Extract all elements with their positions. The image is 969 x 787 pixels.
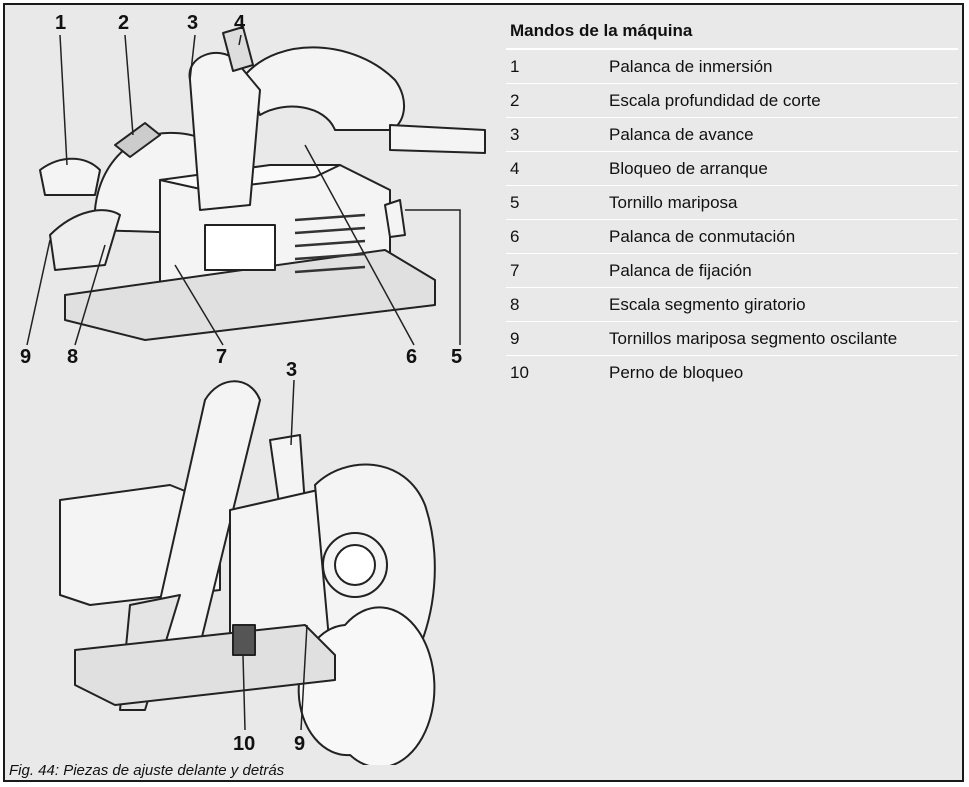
extraction-hose xyxy=(389,124,486,154)
controls-table: 1 Palanca de inmersión 2 Escala profundi… xyxy=(506,48,958,389)
table-row: 6 Palanca de conmutación xyxy=(506,219,958,254)
vent-slots xyxy=(294,213,366,274)
table-row: 1 Palanca de inmersión xyxy=(506,48,958,84)
rear-base xyxy=(74,624,336,706)
table-row: 8 Escala segmento giratorio xyxy=(506,287,958,322)
row-number: 9 xyxy=(506,321,605,356)
row-label: Palanca de inmersión xyxy=(605,48,958,84)
tilt-segment xyxy=(49,209,121,271)
lock-bolt xyxy=(232,624,256,656)
callout-1: 1 xyxy=(55,12,67,34)
row-number: 5 xyxy=(506,185,605,220)
row-label: Escala profundidad de corte xyxy=(605,83,958,118)
callout-4: 4 xyxy=(234,12,246,34)
row-label: Palanca de avance xyxy=(605,117,958,152)
row-number: 7 xyxy=(506,253,605,288)
callout-8: 8 xyxy=(67,346,79,368)
callout-6: 6 xyxy=(406,346,418,368)
guide-base xyxy=(64,249,436,341)
callout-10: 10 xyxy=(233,733,256,755)
table-row: 4 Bloqueo de arranque xyxy=(506,151,958,186)
table-title: Mandos de la máquina xyxy=(510,21,693,40)
table-row: 3 Palanca de avance xyxy=(506,117,958,152)
table-row: 2 Escala profundidad de corte xyxy=(506,83,958,118)
row-number: 10 xyxy=(506,355,605,389)
row-label: Tornillos mariposa segmento oscilante xyxy=(605,321,958,356)
row-number: 3 xyxy=(506,117,605,152)
plunge-lever xyxy=(39,157,101,196)
rear-handle-shape xyxy=(244,46,406,131)
row-label: Palanca de conmutación xyxy=(605,219,958,254)
table-row: 7 Palanca de fijación xyxy=(506,253,958,288)
leader-lines xyxy=(26,34,461,731)
document-frame: 1 2 3 4 9 8 7 6 5 3 10 9 Fig. 44: Piezas… xyxy=(3,3,964,782)
table-row: 9 Tornillos mariposa segmento oscilante xyxy=(506,321,958,356)
row-label: Perno de bloqueo xyxy=(605,355,958,389)
row-label: Palanca de fijación xyxy=(605,253,958,288)
callout-5: 5 xyxy=(451,346,463,368)
row-number: 8 xyxy=(506,287,605,322)
row-number: 4 xyxy=(506,151,605,186)
callout-3: 3 xyxy=(187,12,199,34)
row-label: Bloqueo de arranque xyxy=(605,151,958,186)
machine-figure: 1 2 3 4 9 8 7 6 5 3 10 9 xyxy=(5,5,492,765)
row-label: Escala segmento giratorio xyxy=(605,287,958,322)
callout-7: 7 xyxy=(216,346,228,368)
callout-2: 2 xyxy=(118,12,130,34)
table-row: 5 Tornillo mariposa xyxy=(506,185,958,220)
depth-scale xyxy=(114,122,161,158)
row-label: Tornillo mariposa xyxy=(605,185,958,220)
saw-illustration xyxy=(26,26,486,765)
figure-caption: Fig. 44: Piezas de ajuste delante y detr… xyxy=(9,762,285,779)
front-handle xyxy=(188,51,261,211)
callout-3-rear: 3 xyxy=(286,359,298,381)
callout-9: 9 xyxy=(20,346,32,368)
callout-9-rear: 9 xyxy=(294,733,306,755)
wing-screw-5 xyxy=(384,199,406,238)
row-number: 2 xyxy=(506,83,605,118)
start-lock xyxy=(222,26,254,72)
motor-label xyxy=(204,224,276,271)
table-row: 10 Perno de bloqueo xyxy=(506,355,958,389)
row-number: 6 xyxy=(506,219,605,254)
row-number: 1 xyxy=(506,48,605,84)
